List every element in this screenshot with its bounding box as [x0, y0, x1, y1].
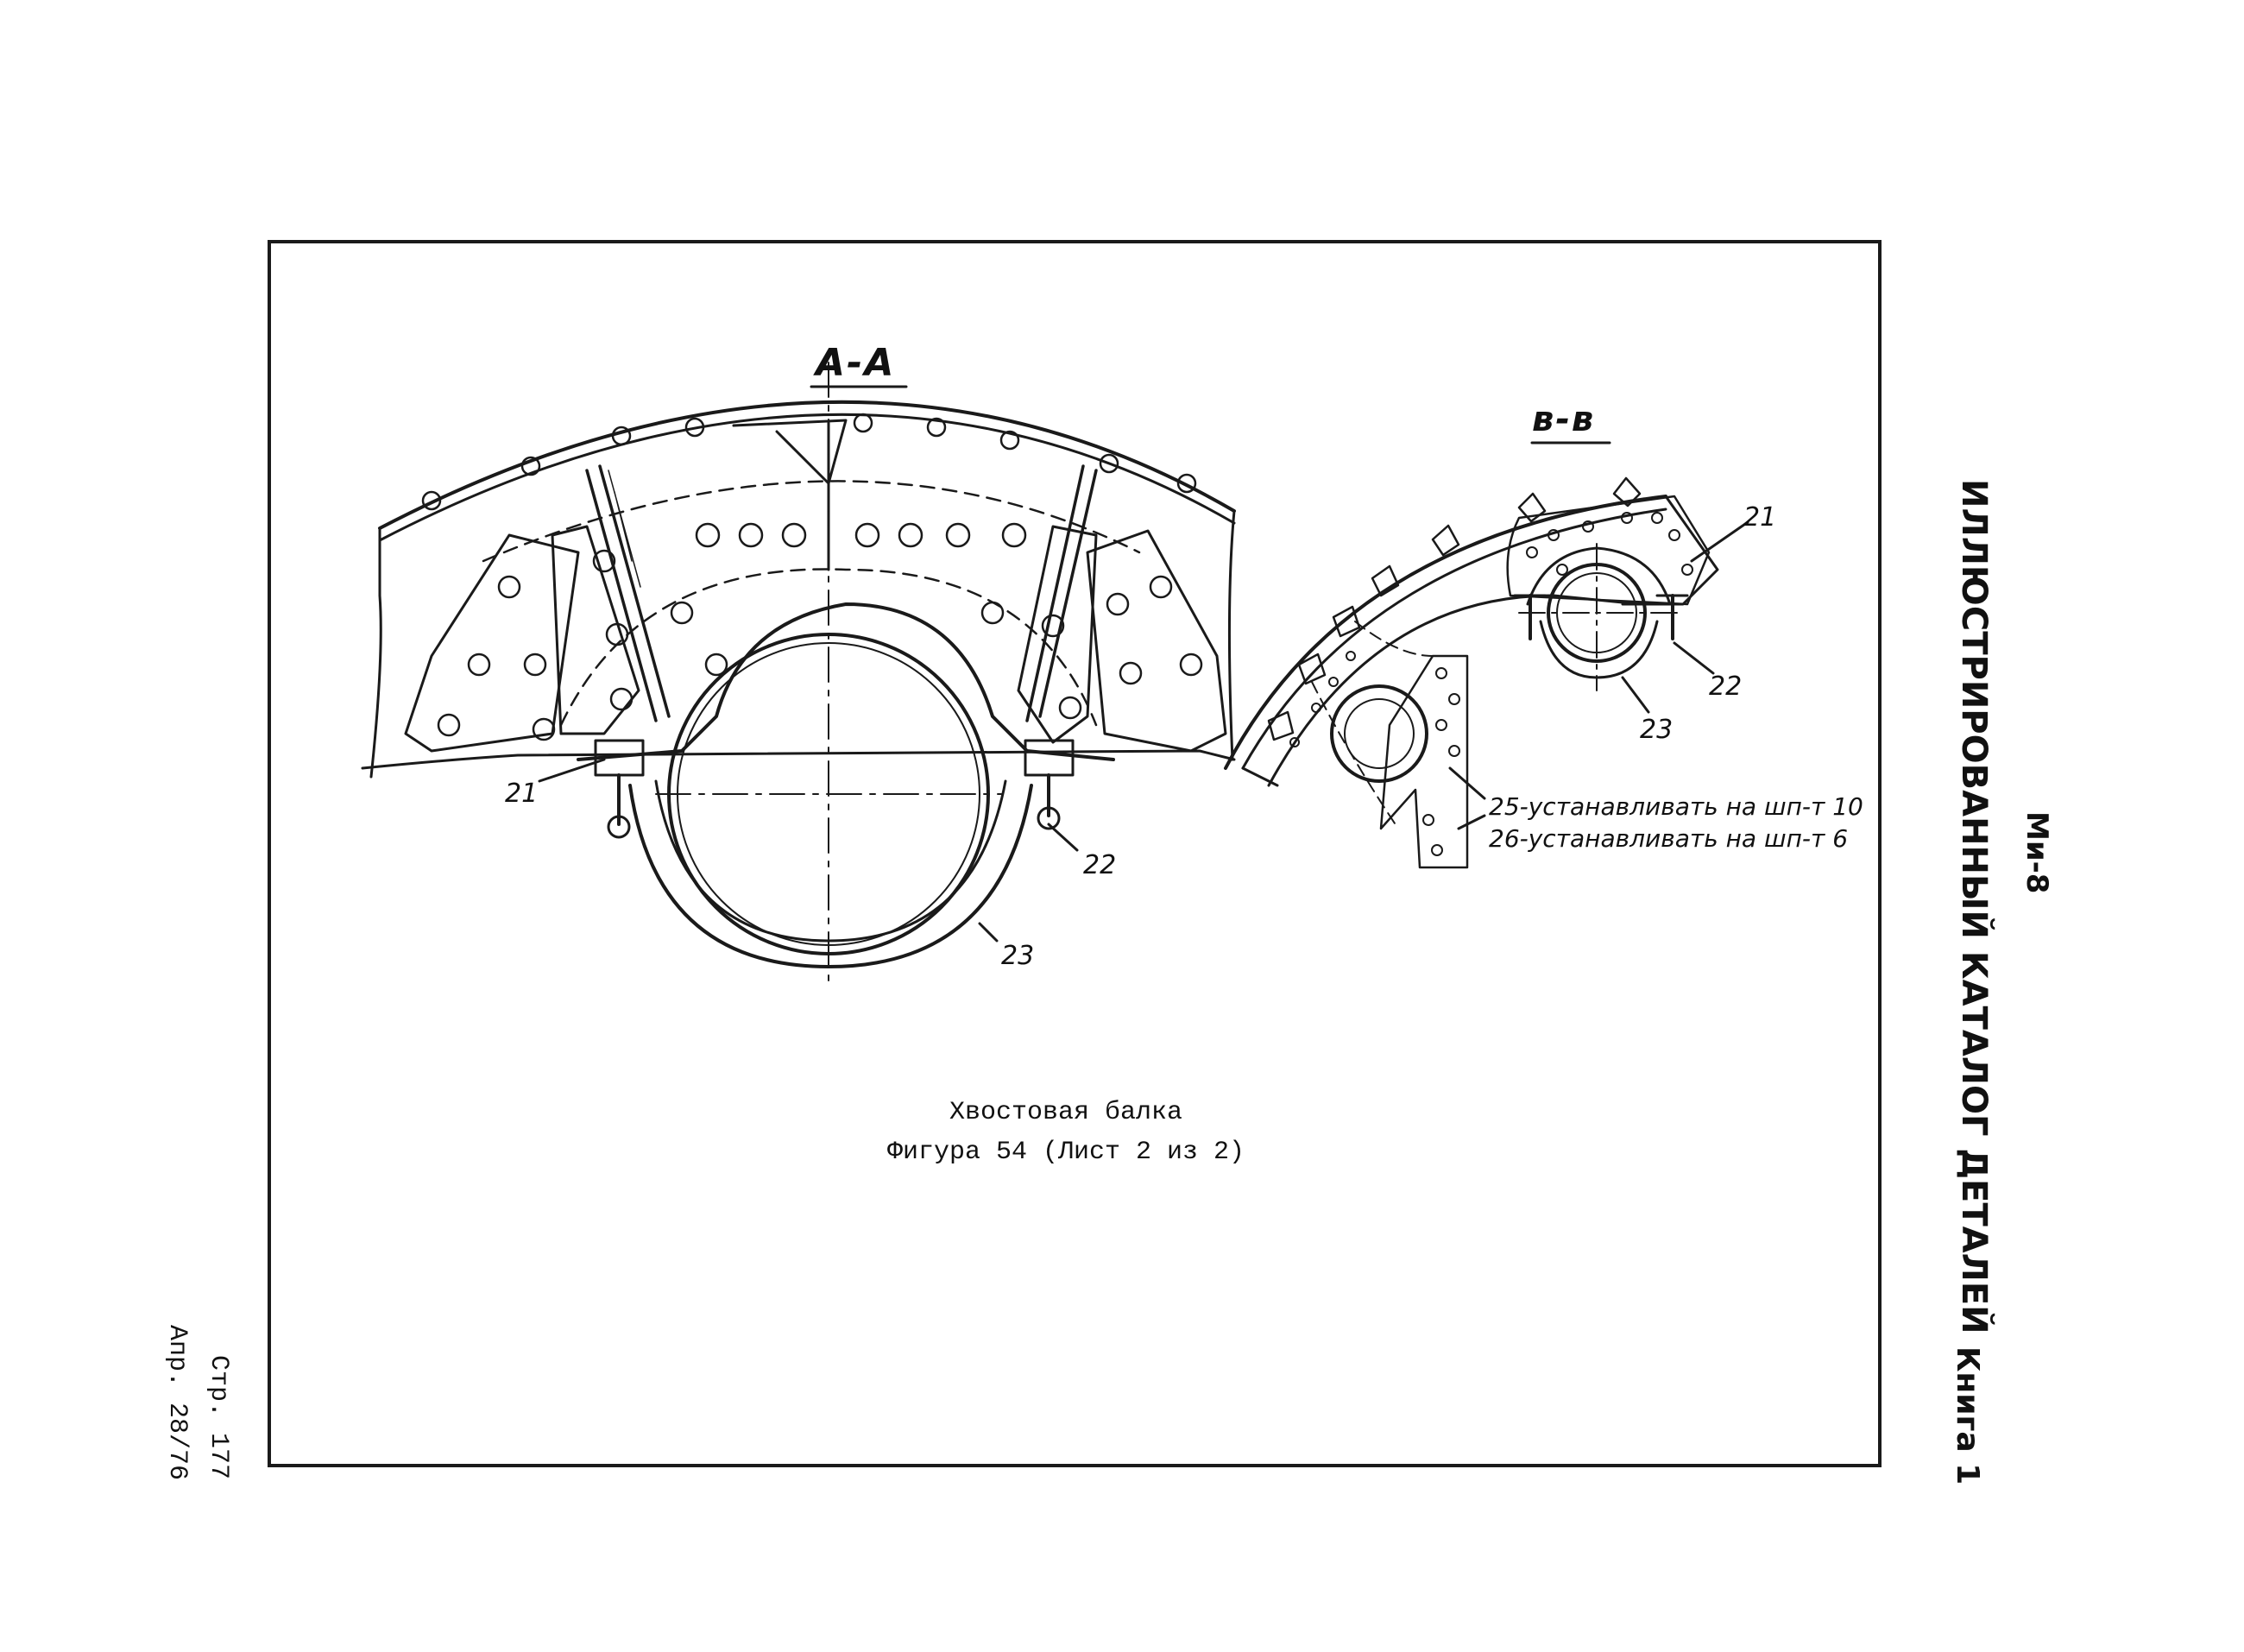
section-label-a-a: А-А [816, 341, 896, 385]
side-aircraft: Ми-8 [2020, 811, 2054, 894]
callout-b-23: 23 [1640, 715, 1674, 745]
rivets-a-a [421, 413, 1203, 741]
footer-date: Апр. 28/76 [162, 1325, 192, 1481]
callout-a-22: 22 [1083, 850, 1117, 880]
section-b-b-view [810, 385, 1749, 869]
drawing-frame [268, 240, 1882, 1467]
callout-b-21: 21 [1743, 502, 1777, 533]
caption-title: Хвостовая балка [949, 1098, 1183, 1127]
section-label-b-b: в-в [1532, 400, 1596, 439]
section-a-a-view [361, 362, 1236, 985]
side-catalog-title: ИЛЛЮСТРИРОВАННЫЙ КАТАЛОГ ДЕТАЛЕЙ [1954, 479, 1994, 1334]
caption-figure: Фигура 54 (Лист 2 из 2) [886, 1138, 1245, 1167]
callout-a-23: 23 [1001, 941, 1035, 971]
note-line-1: 25-устанавливать на шп-т 10 [1489, 792, 1863, 821]
callout-a-21: 21 [505, 779, 539, 809]
callout-b-22: 22 [1709, 672, 1743, 702]
note-line-2: 26-устанавливать на шп-т 6 [1489, 824, 1849, 853]
footer-page: Стр. 177 [204, 1355, 233, 1480]
side-book: Книга 1 [1950, 1346, 1985, 1485]
